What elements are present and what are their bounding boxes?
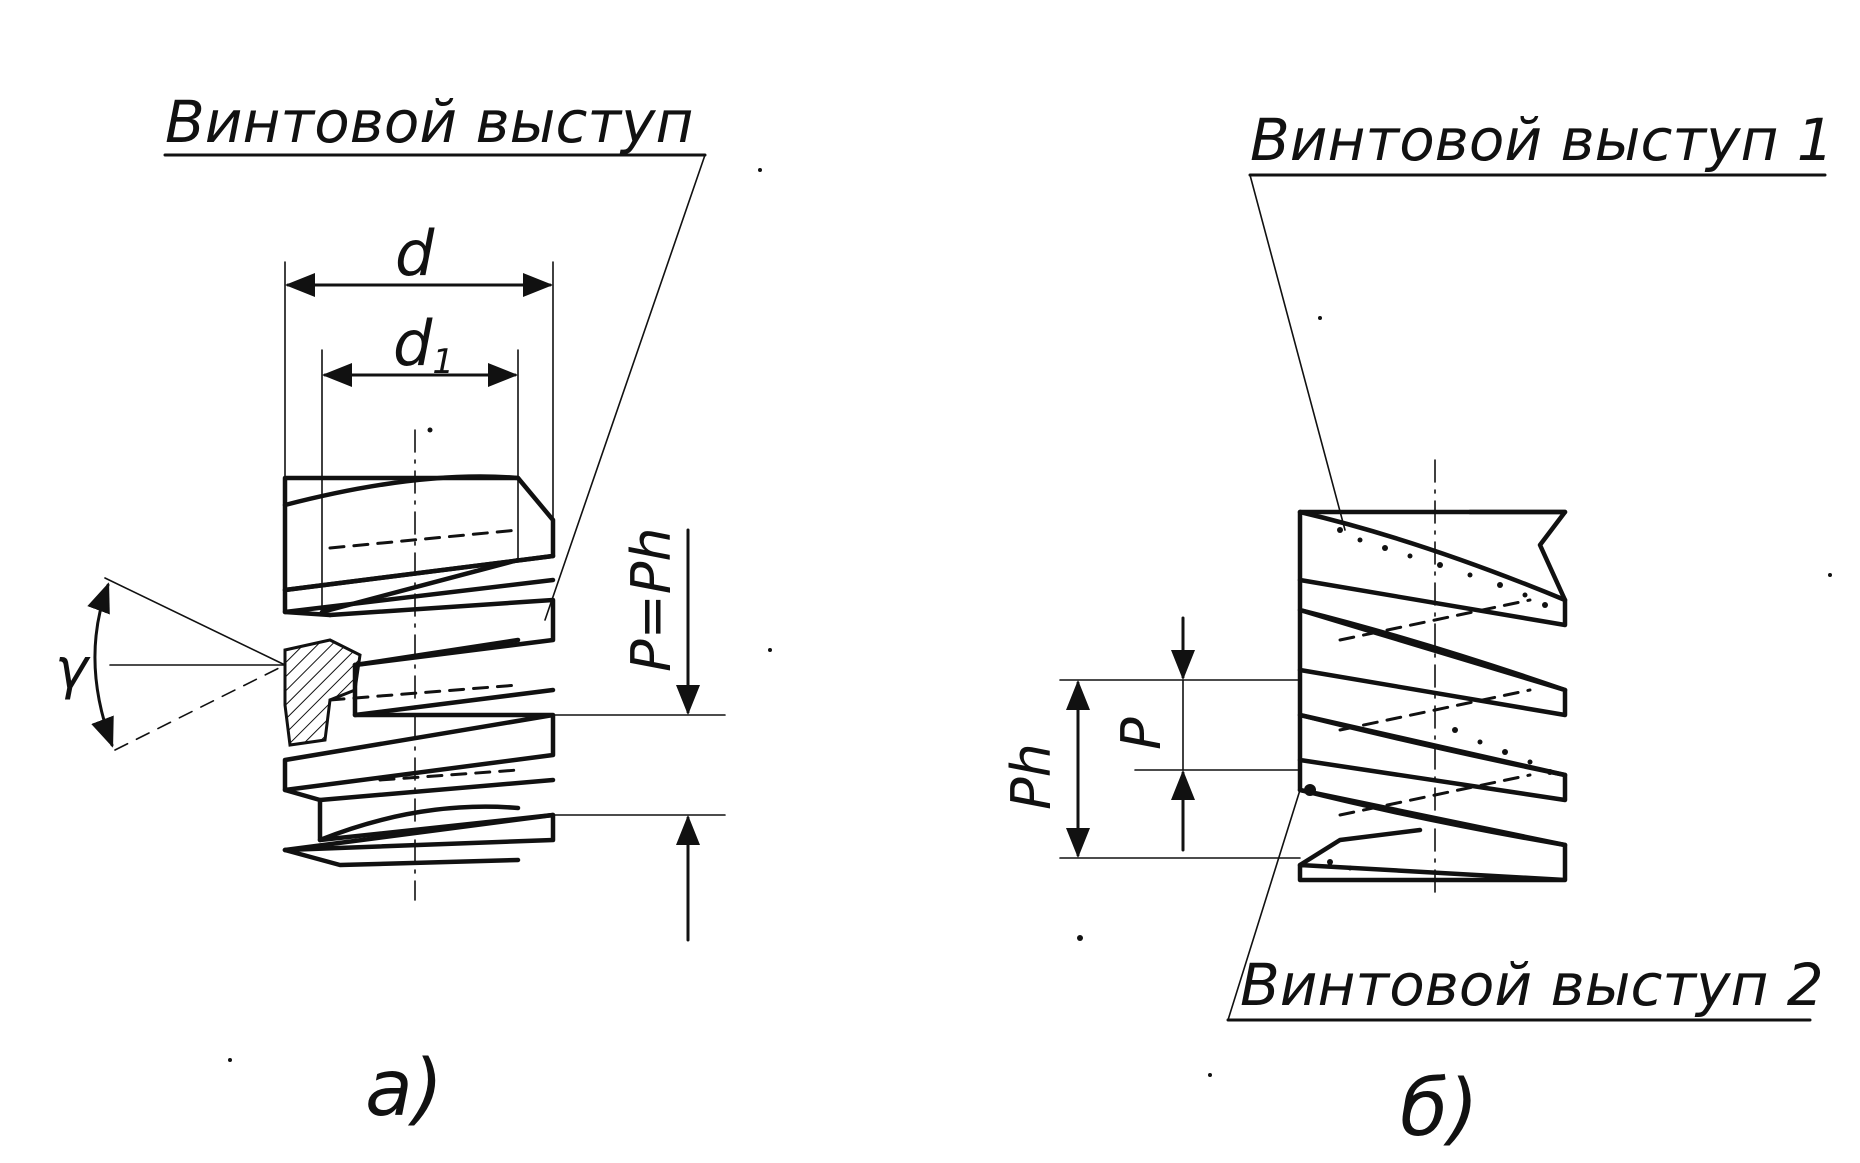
- figure-b-thread: [1297, 509, 1568, 883]
- figure-a-hidden-lines: [328, 528, 520, 782]
- figure-b-stipple-start-1: [1337, 527, 1553, 775]
- figure-b-dim-ph: Ph: [1000, 743, 1063, 810]
- figure-a-dim-d: d: [395, 217, 435, 290]
- figure-a: Винтовой выступ d d1: [55, 88, 726, 1134]
- figure-a-dim-pitch: P=Ph: [620, 527, 683, 672]
- figure-b-caption: б): [1400, 1064, 1479, 1154]
- figure-b-callout-2: Винтовой выступ 2: [1240, 951, 1824, 1019]
- angle-ray-lower: [114, 664, 286, 751]
- figure-b-callout-1-leader: [1249, 174, 1346, 531]
- figure-b-callout-2-leader: [1227, 789, 1301, 1021]
- scan-specks: [228, 168, 1832, 1077]
- figure-b: Винтовой выступ 1: [1000, 106, 1834, 1154]
- figure-b-dim-p: P: [1110, 717, 1173, 750]
- figure-a-profile-section: [283, 638, 362, 747]
- figure-a-angle: γ: [55, 637, 91, 702]
- angle-ray-upper: [104, 577, 286, 666]
- figure-b-callout-1: Винтовой выступ 1: [1250, 106, 1834, 174]
- figure-a-thread: [282, 474, 556, 868]
- figure-a-callout-leader: [544, 154, 706, 621]
- figure-b-stipple-start-2: [1304, 784, 1353, 871]
- figure-a-caption: а): [365, 1044, 443, 1134]
- figure-a-dim-d1: d1: [393, 307, 454, 382]
- figure-b-hidden-lines: [1338, 598, 1532, 817]
- angle-arc: [87, 582, 114, 748]
- figure-a-callout: Винтовой выступ: [165, 88, 693, 156]
